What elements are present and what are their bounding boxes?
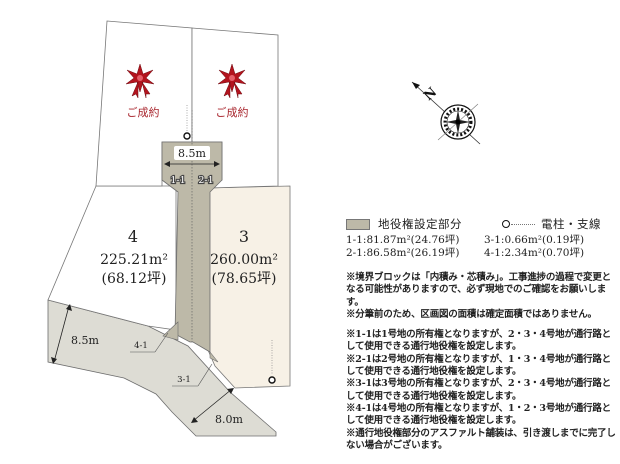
easement-4-1 (162, 321, 179, 341)
legend: 地役権設定部分 電柱・支線 1-1:81.87m²(24.76坪) 3-1:0.… (346, 216, 618, 452)
easement-legend-label: 地役権設定部分 (378, 217, 462, 231)
road-width-left-label: 8.5m (71, 334, 99, 347)
lot-4 (47, 185, 177, 331)
easement-area-list: 1-1:81.87m²(24.76坪) 3-1:0.66m²(0.19坪) 2-… (346, 234, 618, 260)
bow-icon (217, 63, 247, 99)
utility-pole-marker (183, 132, 191, 140)
sold-label-lot-1: ご成約 (127, 105, 160, 119)
north-compass: N (411, 81, 481, 145)
easement-label-3-1: 3-1 (177, 375, 191, 385)
note-easement-2-1: ※2-1は2号地の所有権となりますが、1・3・4号地が通行路として使用できる通行… (346, 353, 611, 378)
site-plan: 8.5m 1-1 2-1 ご成約 ご成約 4 225.21m² (68.12坪)… (47, 20, 291, 437)
lot-3-area-m2: 260.00m² (210, 252, 278, 268)
road (47, 299, 277, 437)
area-4-1: 4-1:2.34m²(0.70坪) (484, 247, 585, 259)
pole-legend-label: 電柱・支線 (541, 217, 601, 231)
note-easement-4-1: ※4-1は4号地の所有権となりますが、1・2・3号地が通行路として使用できる通行… (346, 402, 611, 427)
easement-3-1 (209, 351, 219, 363)
lot-3-number: 3 (239, 227, 249, 246)
easement-label-4-1: 4-1 (134, 341, 148, 351)
guy-wire-icon (511, 223, 535, 225)
easement-label-2-1: 2-1 (198, 175, 213, 186)
easement-swatch (346, 218, 370, 230)
driveway-width-label: 8.5m (178, 147, 206, 160)
bow-icon (125, 63, 155, 99)
lot-3-area-tsubo: (78.65坪) (211, 271, 276, 287)
utility-pole-icon (502, 220, 510, 228)
lot-4-area-tsubo: (68.12坪) (101, 271, 166, 287)
easement-driveway (161, 141, 223, 353)
area-3-1: 3-1:0.66m²(0.19坪) (484, 234, 585, 246)
note-easement-1-1: ※1-1は1号地の所有権となりますが、2・3・4号地が通行路として使用できる通行… (346, 329, 611, 353)
north-label: N (421, 85, 440, 104)
lot-4-area-m2: 225.21m² (100, 252, 168, 268)
note-easement-3-1: ※3-1は3号地の所有権となりますが、2・3・4号地が通行路として使用できる通行… (346, 378, 611, 402)
note-asphalt: ※通行地役権部分のアスファルト舗装は、引き渡しまでに完了しない場合がございます。 (346, 427, 616, 451)
lot-3 (207, 185, 291, 389)
sold-label-lot-2: ご成約 (216, 105, 249, 119)
area-2-1: 2-1:86.58m²(26.19坪) (346, 247, 460, 259)
note-boundary-block: ※境界ブロックは「内積み・芯積み」。工事進捗の過程で変更となる可能性がありますの… (346, 272, 611, 308)
easement-label-1-1: 1-1 (170, 175, 185, 186)
area-1-1: 1-1:81.87m²(24.76坪) (346, 234, 460, 246)
notes: ※境界ブロックは「内積み・芯積み」。工事進捗の過程で変更となる可能性がありますの… (346, 272, 618, 452)
road-width-right-label: 8.0m (215, 413, 243, 426)
lot-4-number: 4 (128, 227, 138, 246)
note-area-not-final: ※分筆前のため、区画図の面積は確定面積ではありません。 (346, 308, 597, 320)
utility-pole-marker (268, 376, 276, 384)
